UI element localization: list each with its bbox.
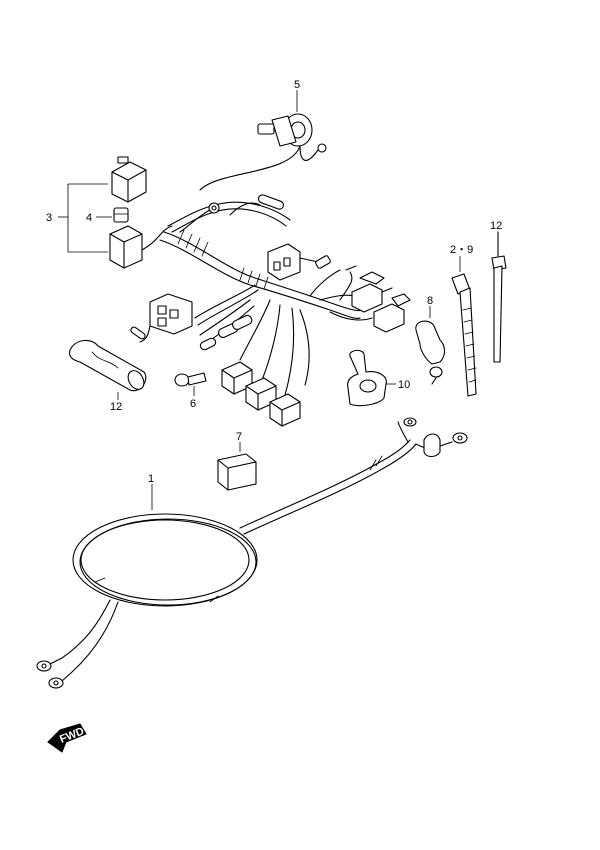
callout-12: 12 bbox=[490, 220, 502, 232]
part-10-clamp[interactable] bbox=[347, 349, 387, 407]
harness-inline-plugs[interactable] bbox=[199, 314, 253, 351]
fwd-label: FWD bbox=[58, 725, 86, 746]
part-5-sensor[interactable] bbox=[199, 113, 327, 191]
callout-11: 12 bbox=[110, 401, 122, 413]
fwd-arrow-icon: FWD bbox=[47, 723, 87, 753]
callout-7: 7 bbox=[236, 431, 242, 443]
callout-5: 5 bbox=[294, 79, 300, 91]
callout-1: 1 bbox=[148, 473, 154, 485]
part-7-grommet[interactable] bbox=[217, 453, 257, 491]
harness-connector-left[interactable] bbox=[130, 293, 193, 343]
harness-connector-right-3[interactable] bbox=[345, 265, 385, 285]
harness-connector-right-1[interactable] bbox=[351, 283, 393, 313]
part-3-relay-bottom[interactable] bbox=[109, 225, 173, 269]
callout-10: 10 bbox=[398, 379, 410, 391]
callout-6: 6 bbox=[190, 398, 196, 410]
harness-connector-upper[interactable] bbox=[267, 243, 331, 281]
callout-3: 3 bbox=[46, 212, 52, 224]
part-2-9-tie-band[interactable] bbox=[451, 273, 477, 397]
callout-4: 4 bbox=[86, 212, 92, 224]
part-3-relay-top[interactable] bbox=[111, 156, 147, 203]
part-6-clip[interactable] bbox=[174, 372, 207, 387]
part-1-battery-cable[interactable] bbox=[36, 417, 468, 689]
callout-8: 8 bbox=[427, 295, 433, 307]
harness-connector-lower-2[interactable] bbox=[245, 377, 277, 411]
part-8-bracket[interactable] bbox=[415, 320, 446, 385]
part-11-protector[interactable] bbox=[68, 339, 147, 392]
callout-2-9: 2・9 bbox=[450, 244, 473, 256]
harness-connector-right-2[interactable] bbox=[373, 293, 411, 333]
part-12-cable-tie[interactable] bbox=[491, 231, 507, 363]
harness-connector-lower-3[interactable] bbox=[269, 393, 301, 427]
main-harness[interactable] bbox=[159, 194, 373, 396]
part-4-fuse[interactable] bbox=[113, 207, 129, 223]
